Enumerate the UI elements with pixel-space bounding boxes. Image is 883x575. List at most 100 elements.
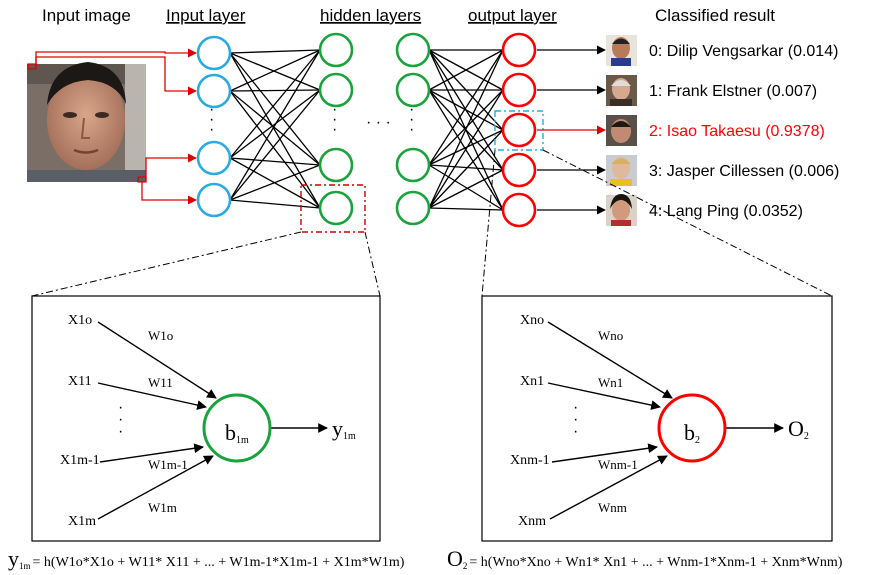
- hidden-node-2: [395, 147, 431, 183]
- output-input-label: Xnm-1: [510, 453, 550, 468]
- svg-text:·: ·: [409, 101, 414, 118]
- svg-text:·: ·: [573, 423, 578, 440]
- input-image-header: Input image: [42, 6, 131, 25]
- hidden-node-1: [318, 72, 354, 108]
- hidden-node-1: [318, 147, 354, 183]
- classified-result-header: Classified result: [655, 6, 775, 25]
- hidden-weight-label: W1o: [148, 328, 173, 343]
- input-arrows: [35, 48, 197, 205]
- hidden-input-label: X1m-1: [60, 453, 100, 468]
- network-edge: [428, 129, 504, 209]
- svg-text:·: ·: [118, 423, 123, 440]
- face-photo-input: [27, 62, 146, 182]
- network-edge: [428, 129, 504, 166]
- network-edge: [229, 49, 321, 201]
- output-neuron-bias: b2: [684, 420, 700, 446]
- output-node-highlight-box: [494, 110, 544, 151]
- svg-text:·: ·: [332, 121, 337, 138]
- svg-text:·: ·: [409, 111, 414, 128]
- svg-text:·: ·: [573, 399, 578, 416]
- hidden-neuron-equation: y1m= h(W1o*X1o + W11* X11 + ... + W1m-1*…: [8, 546, 405, 571]
- output-neuron-output: O2: [788, 416, 809, 442]
- svg-text:·: ·: [332, 111, 337, 128]
- output-node: [501, 152, 537, 188]
- output-neuron-equation: O2= h(Wno*Xno + Wn1* Xn1 + ... + Wnm-1*X…: [447, 546, 843, 571]
- face-thumbnail-4: [606, 194, 637, 226]
- network-edge: [229, 52, 321, 166]
- network-edge: [428, 207, 504, 211]
- network-edge: [229, 49, 321, 54]
- network-edge: [428, 49, 504, 166]
- output-layer-header: output layer: [468, 6, 557, 25]
- svg-text:·: ·: [209, 111, 214, 128]
- hidden-node-1: [318, 32, 354, 68]
- hidden-weight-label: W1m-1: [148, 457, 188, 472]
- svg-text:·: ·: [332, 101, 337, 118]
- output-weight-label: Wnm-1: [598, 457, 638, 472]
- network-edge: [428, 49, 504, 209]
- zoom-leader-lines: [31, 149, 833, 297]
- svg-text:·: ·: [573, 411, 578, 428]
- network-edge: [229, 90, 321, 166]
- hidden-node-1: [318, 190, 354, 226]
- result-label-2: 2: Isao Takaesu (0.9378): [649, 123, 825, 140]
- svg-text:·: ·: [209, 101, 214, 118]
- output-node: [501, 32, 537, 68]
- hidden-neuron-bias: b1m: [225, 420, 249, 446]
- network-edge: [229, 49, 321, 92]
- result-arrows: [537, 45, 606, 215]
- face-thumbnail-0: [606, 35, 637, 66]
- face-thumbnail-3: [606, 155, 637, 186]
- output-node: [501, 72, 537, 108]
- network-edge: [428, 164, 504, 171]
- column-ellipsis: ··· ··· ···: [209, 101, 414, 138]
- svg-text:·: ·: [409, 121, 414, 138]
- face-thumbnail-1: [606, 75, 637, 106]
- network-edge: [229, 157, 321, 166]
- face-thumbnail-2: [606, 115, 637, 146]
- input-layer-header: Input layer: [166, 6, 246, 25]
- hidden-layer-ellipsis: · · ·: [366, 114, 391, 131]
- input-node: [196, 35, 232, 71]
- network-edge: [229, 49, 321, 159]
- network-edge: [229, 199, 321, 209]
- detail-frame-hidden: [31, 295, 381, 542]
- hidden-input-label: X1o: [68, 313, 92, 328]
- result-label-0: 0: Dilip Vengsarkar (0.014): [649, 43, 838, 60]
- output-input-label: Xn1: [520, 374, 544, 389]
- hidden-neuron-output: y1m: [332, 416, 356, 442]
- hidden-node-2: [395, 32, 431, 68]
- network-edge: [428, 89, 504, 131]
- detail-frame-output: [481, 295, 833, 542]
- network-nodes: [196, 32, 537, 228]
- output-weight-label: Wnm: [598, 500, 627, 515]
- output-input-label: Xno: [520, 313, 544, 328]
- output-node: [501, 192, 537, 228]
- svg-text:·: ·: [118, 399, 123, 416]
- output-node: [501, 112, 537, 148]
- svg-text:·: ·: [118, 411, 123, 428]
- input-node: [196, 73, 232, 109]
- network-edge: [229, 52, 321, 209]
- hidden-input-label: X11: [68, 374, 92, 389]
- network-edge: [428, 49, 504, 91]
- network-edge: [229, 89, 321, 92]
- result-label-3: 3: Jasper Cillessen (0.006): [649, 163, 839, 180]
- neuron-detail-hidden: X1o X11 X1m-1 X1m W1o W11 W1m-1 W1m ··· …: [31, 295, 381, 542]
- input-node: [196, 140, 232, 176]
- hidden-node-highlight-box: [300, 184, 366, 233]
- svg-text:·: ·: [209, 121, 214, 138]
- hidden-layers-header: hidden layers: [320, 6, 421, 25]
- network-edge: [229, 52, 321, 91]
- hidden-weight-label: W11: [148, 375, 173, 390]
- hidden-neuron-node: [202, 393, 272, 463]
- neuron-detail-output: Xno Xn1 Xnm-1 Xnm Wno Wn1 Wnm-1 Wnm ··· …: [481, 295, 833, 542]
- network-edge: [229, 89, 321, 201]
- output-weight-label: Wno: [598, 328, 623, 343]
- network-connections: [229, 49, 504, 211]
- network-edge: [229, 164, 321, 201]
- hidden-weight-label: W1m: [148, 500, 177, 515]
- hidden-node-2: [395, 72, 431, 108]
- input-node: [196, 182, 232, 218]
